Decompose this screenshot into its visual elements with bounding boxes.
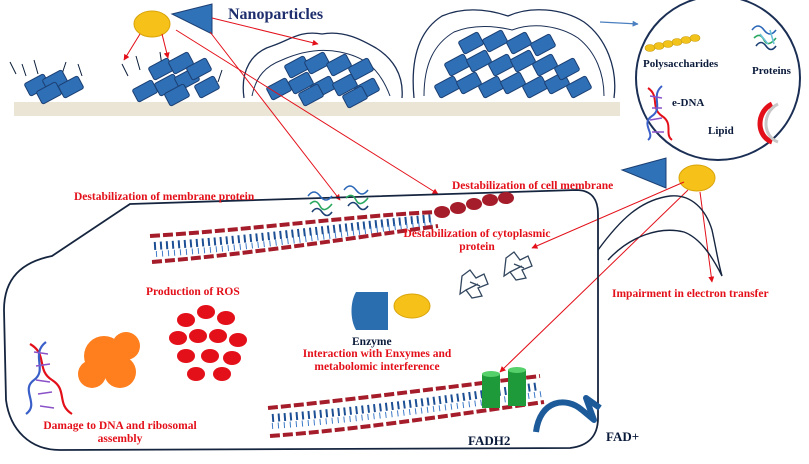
membrane-bilayer-bottom (267, 374, 545, 438)
ros-label: Production of ROS (146, 286, 240, 298)
biofilm-stage-4 (412, 9, 616, 99)
nanoparticles-label: Nanoparticles (228, 6, 324, 23)
nanoparticle-arrows-right (499, 181, 715, 373)
eps-connector-arrow (599, 20, 639, 27)
polysaccharide-icon (644, 34, 701, 52)
electron-channel-icon (482, 367, 526, 408)
fad-label: FAD+ (606, 429, 640, 444)
biofilm-stage-1 (9, 59, 84, 105)
membrane-protein-icon (307, 185, 369, 217)
cytoplasmic-protein-label: Destabilization of cytoplasmic protein (402, 228, 552, 254)
enzyme-label: Enzyme (352, 336, 392, 348)
membrane-beads (434, 192, 514, 218)
nanoparticle-circle-top (133, 10, 171, 38)
proteins-label: Proteins (752, 65, 791, 77)
membrane-bilayer-top (149, 210, 439, 264)
nanoparticle-triangle-right (620, 157, 667, 189)
biofilm-stage-2 (121, 51, 223, 107)
enzyme-nanoparticle-icon (393, 293, 431, 319)
edna-label: e-DNA (672, 97, 705, 109)
nanoparticle-arrows-top (123, 17, 439, 201)
dna-damage-line-1: Damage to DNA and ribosomal (43, 420, 197, 432)
biofilm-stage-3 (242, 32, 403, 109)
lipid-label: Lipid (708, 125, 734, 137)
edna-legend-icon (646, 85, 673, 141)
enzyme-interaction-label: Interaction with Enxymes and metabolomic… (284, 348, 470, 374)
nanoparticle-circle-right (678, 164, 716, 192)
dna-damage-line-2: assembly (97, 433, 143, 446)
enzyme-interaction-line-1: Interaction with Enxymes and (302, 348, 452, 360)
fadh2-label: FADH2 (468, 433, 511, 448)
electron-transfer-label: Impairment in electron transfer (612, 288, 769, 300)
cytoplasmic-protein-icon (459, 251, 533, 299)
lipid-legend-icon (757, 101, 779, 145)
polysaccharides-label: Polysaccharides (643, 58, 719, 70)
cell-membrane-label: Destabilization of cell membrane (452, 180, 614, 192)
fad-conversion-arrow (533, 395, 602, 433)
membrane-protein-label: Destabilization of membrane protein (74, 191, 255, 203)
cytoplasmic-protein-line-1: Destabilization of cytoplasmic (403, 228, 551, 240)
bacterial-cell-outline (3, 189, 599, 451)
enzyme-interaction-line-2: metabolomic interference (314, 361, 440, 374)
substrate-surface (14, 102, 620, 116)
dna-damage-label: Damage to DNA and ribosomal assembly (28, 420, 212, 446)
ros-particles (169, 305, 247, 381)
enzyme-icon (351, 292, 388, 330)
ribosome-icon (78, 332, 140, 388)
nanoparticle-triangle-top (170, 3, 213, 35)
flagellum (597, 195, 723, 277)
dna-helix-icon (25, 341, 73, 415)
cytoplasmic-protein-line-2: protein (459, 241, 495, 254)
protein-legend-icon (751, 25, 777, 51)
